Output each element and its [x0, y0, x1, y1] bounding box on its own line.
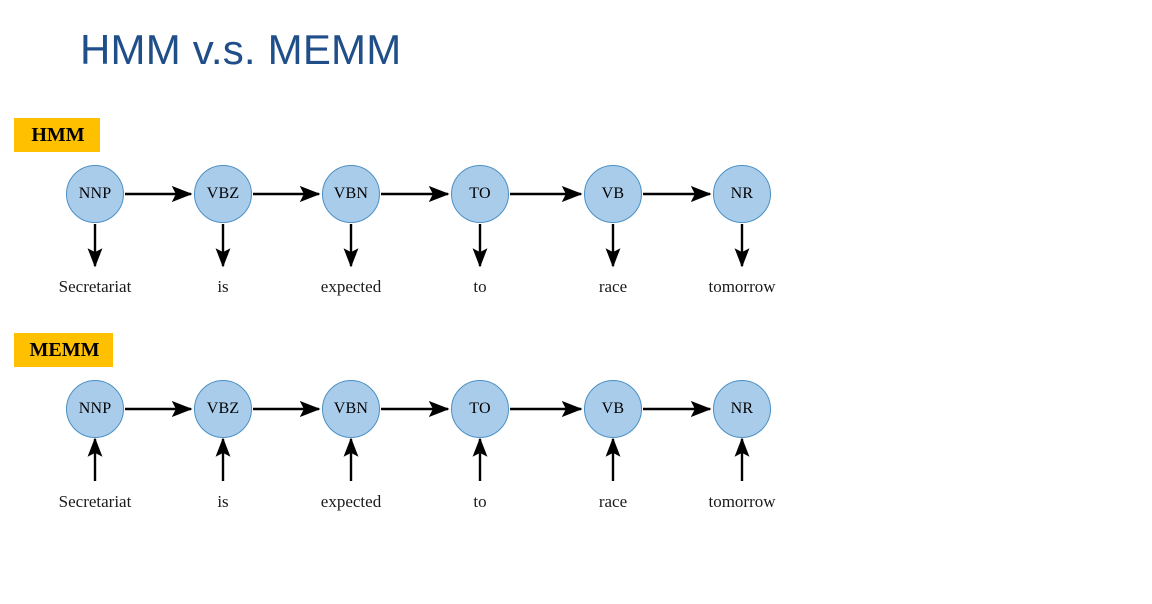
word-label-is: is: [217, 492, 229, 511]
word-label-secretariat: Secretariat: [58, 492, 132, 511]
section-badge-hmm-label: HMM: [31, 123, 85, 146]
state-node-label: VBN: [333, 400, 369, 417]
state-node-nr[interactable]: NR: [713, 380, 771, 438]
memm-diagram: NNP VBZ VBN TO VB NR Secretariat is expected to r…: [0, 370, 1152, 520]
memm-emission-arrows: [87, 437, 750, 481]
state-node-label: NR: [730, 185, 754, 202]
hmm-diagram: NNP VBZ VBN TO VB NR Secretariat is expected to r…: [0, 155, 1152, 305]
state-node-vb[interactable]: VB: [584, 165, 642, 223]
word-label-race: race: [598, 492, 628, 511]
state-node-label: NNP: [78, 185, 112, 202]
word-label-tomorrow: tomorrow: [708, 492, 776, 511]
state-node-vbz[interactable]: VBZ: [194, 165, 252, 223]
word-label-tomorrow: tomorrow: [708, 277, 776, 296]
state-node-to[interactable]: TO: [451, 380, 509, 438]
word-label-to: to: [473, 492, 487, 511]
state-node-vbz[interactable]: VBZ: [194, 380, 252, 438]
state-node-vb[interactable]: VB: [584, 380, 642, 438]
state-node-label: NNP: [78, 400, 112, 417]
state-node-nnp[interactable]: NNP: [66, 380, 124, 438]
word-label-is: is: [217, 277, 229, 296]
section-badge-memm: MEMM: [14, 333, 113, 367]
state-node-nnp[interactable]: NNP: [66, 165, 124, 223]
state-node-label: VB: [601, 400, 625, 417]
state-node-label: VB: [601, 185, 625, 202]
state-node-label: TO: [469, 185, 491, 202]
page-title: HMM v.s. MEMM: [80, 26, 402, 73]
word-label-secretariat: Secretariat: [58, 277, 132, 296]
memm-diagram-edges: [87, 400, 750, 481]
state-node-label: VBZ: [206, 185, 240, 202]
section-badge-hmm: HMM: [14, 118, 100, 152]
state-node-label: VBZ: [206, 400, 240, 417]
state-node-label: NR: [730, 400, 754, 417]
word-label-expected: expected: [320, 492, 382, 511]
word-label-to: to: [473, 277, 487, 296]
state-node-nr[interactable]: NR: [713, 165, 771, 223]
state-node-vbn[interactable]: VBN: [322, 165, 380, 223]
state-node-label: TO: [469, 400, 491, 417]
word-label-expected: expected: [320, 277, 382, 296]
hmm-diagram-edges: [87, 185, 750, 268]
state-node-label: VBN: [333, 185, 369, 202]
hmm-emission-arrows: [87, 224, 750, 268]
section-badge-memm-label: MEMM: [29, 338, 100, 361]
state-node-to[interactable]: TO: [451, 165, 509, 223]
word-label-race: race: [598, 277, 628, 296]
state-node-vbn[interactable]: VBN: [322, 380, 380, 438]
